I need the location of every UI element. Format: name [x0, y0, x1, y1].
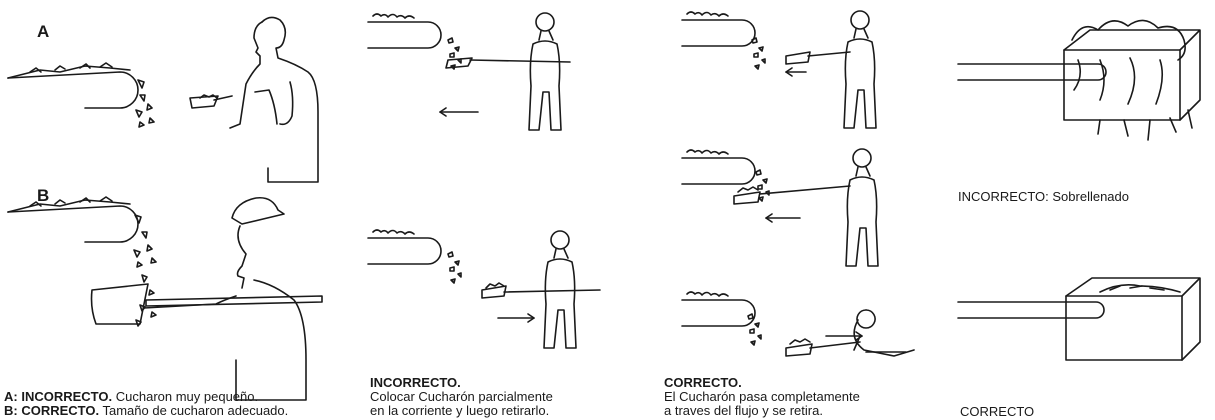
caption-panel-3-line-2: a traves del flujo y se retira. [664, 403, 823, 418]
panel-3-row-1 [681, 10, 877, 129]
caption-panel-1-line-1: A: INCORRECTO. Cucharon muy pequeño. [4, 390, 258, 403]
panel-2-top [367, 12, 571, 131]
caption-panel-3-line-1: El Cucharón pasa completamente [664, 389, 860, 404]
belt-a [7, 62, 155, 128]
caption-correct: CORRECTO [960, 404, 1035, 419]
scoop-correct [957, 277, 1201, 361]
caption-panel-3-title-text: CORRECTO. [664, 375, 742, 390]
caption-panel-2-line-1: Colocar Cucharón parcialmente [370, 389, 553, 404]
caption-panel-1-line-1-bold: A: INCORRECTO. [4, 389, 113, 404]
label-a: A [37, 22, 50, 41]
caption-overfilled: INCORRECTO: Sobrellenado [958, 189, 1129, 204]
worker-a [189, 16, 319, 183]
caption-panel-2-title-text: INCORRECTO. [370, 375, 461, 390]
panel-3-row-2 [681, 148, 879, 267]
panel-b [7, 196, 323, 401]
belt-b [7, 196, 157, 327]
panel-3-row-3 [681, 291, 915, 357]
panel-2-bottom [367, 229, 601, 349]
caption-panel-1-line-2: B: CORRECTO. Tamaño de cucharon adecuado… [4, 404, 288, 417]
caption-panel-1-line-1-text: Cucharon muy pequeño. [115, 389, 259, 404]
caption-panel-1-line-2-bold: B: CORRECTO. [4, 403, 100, 418]
caption-panel-2-line-2: en la corriente y luego retirarlo. [370, 403, 550, 418]
label-b: B [37, 186, 50, 205]
worker-b [90, 196, 323, 401]
caption-panel-2-title: INCORRECTO. [370, 376, 461, 389]
caption-panel-3-title: CORRECTO. [664, 376, 742, 389]
caption-panel-1-line-2-text: Tamaño de cucharon adecuado. [102, 403, 289, 418]
panel-a [7, 16, 319, 183]
scoop-overfilled [957, 19, 1201, 141]
